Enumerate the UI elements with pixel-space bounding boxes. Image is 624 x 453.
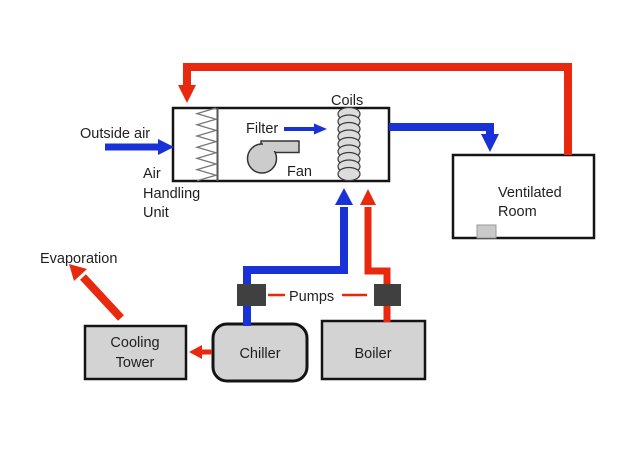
ventilated-room-label-line2: Room [498, 204, 537, 220]
fan-duct-fill [263, 142, 298, 151]
coil-loop [337, 166, 361, 182]
supply-air-arrowhead-icon [481, 134, 499, 152]
chilled-water-pump-icon [237, 284, 266, 306]
condenser-water-arrowhead-icon [189, 345, 202, 359]
fan-scroll [246, 143, 278, 174]
return-air-arrowhead-icon [178, 85, 196, 103]
filter-zigzag-icon [194, 107, 219, 182]
hot-water-arrowhead-icon [360, 189, 376, 205]
outside-air-arrowhead-icon [158, 139, 174, 155]
ahu-label-line3: Unit [143, 205, 169, 221]
chiller-box [211, 322, 309, 383]
cooling-tower-label-line1: Cooling [110, 335, 159, 351]
chilled-water-pipe [243, 207, 348, 326]
supply-air-pipe [389, 123, 494, 136]
chilled-water-arrowhead-icon [335, 188, 353, 205]
room-vent-icon [476, 224, 497, 239]
evaporation-label: Evaporation [40, 251, 117, 267]
evaporation-arrowhead-icon [69, 264, 87, 281]
outside-air-label: Outside air [80, 126, 150, 142]
hot-water-pump-icon [374, 284, 401, 306]
coils-icon [337, 106, 361, 182]
filter-flow-arrowhead-icon [314, 123, 327, 135]
pumps-label: Pumps [289, 289, 334, 305]
chiller-label: Chiller [239, 346, 280, 362]
cooling-tower-label-line2: Tower [116, 355, 155, 371]
fan-icon [246, 140, 300, 174]
ahu-label-line1: Air [143, 166, 161, 182]
coils-label: Coils [331, 93, 363, 109]
ventilated-room-box [451, 153, 596, 240]
ventilated-room-label-line1: Ventilated [498, 185, 562, 201]
return-air-pipe [183, 63, 572, 155]
evaporation-arrow [80, 274, 124, 321]
filter-label: Filter [246, 121, 278, 137]
boiler-label: Boiler [354, 346, 391, 362]
cooling-tower-box [83, 324, 188, 381]
boiler-box [320, 319, 427, 381]
ahu-label-line2: Handling [143, 186, 200, 202]
fan-label: Fan [287, 164, 312, 180]
